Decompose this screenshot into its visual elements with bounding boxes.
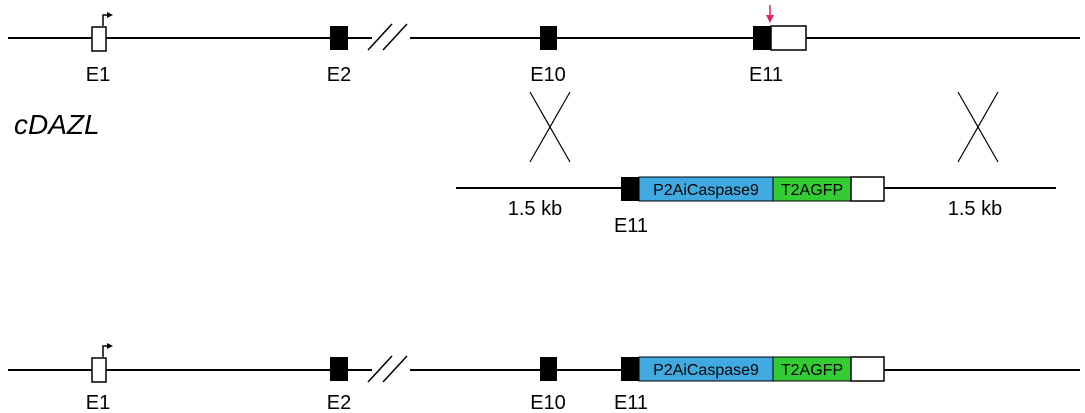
knockin-label-e11: E11 — [614, 392, 648, 413]
exon-e11-utr — [770, 25, 807, 51]
exon-label-e2: E2 — [327, 64, 351, 86]
exon-e1-box — [91, 26, 107, 52]
knockin-label-e10: E10 — [530, 392, 566, 413]
knockin-e1-box — [91, 357, 107, 383]
knockin-e10-box — [540, 357, 557, 381]
knockin-promoter-arrowhead-icon — [107, 343, 113, 349]
donor-construct: P2AiCaspase9 T2AGFP 1.5 kb 1.5 kb E11 — [456, 176, 1056, 237]
knockin-label-e2: E2 — [327, 392, 351, 413]
knockin-e11-box — [621, 357, 639, 381]
gene-name: cDAZL — [14, 109, 100, 140]
knockin-p2aicaspase9-label: P2AiCaspase9 — [653, 362, 759, 379]
knockin-utr-box — [850, 356, 885, 382]
exon-label-e1: E1 — [86, 64, 110, 86]
exon-e11-coding — [753, 26, 771, 50]
donor-e11-label: E11 — [614, 215, 648, 237]
wildtype-locus: E1 E2 E10 E11 — [8, 5, 1080, 86]
knockin-locus: P2AiCaspase9 T2AGFP E1 E2 E10 E11 — [8, 343, 1080, 413]
donor-t2agfp-label: T2AGFP — [781, 182, 843, 199]
exon-e2-box — [330, 26, 348, 50]
right-homology-arm-label: 1.5 kb — [948, 198, 1002, 220]
donor-t2agfp-box — [772, 176, 852, 202]
promoter-arrowhead-icon — [107, 12, 113, 18]
donor-p2aicaspase9-label: P2AiCaspase9 — [653, 182, 759, 199]
left-homology-arm-label: 1.5 kb — [508, 198, 562, 220]
donor-e11-box — [621, 177, 639, 201]
knockin-label-e1: E1 — [86, 392, 110, 413]
exon-e10-box — [540, 26, 557, 50]
crossover-x-icon — [529, 91, 571, 163]
exon-label-e11: E11 — [749, 64, 783, 86]
crossover-x-icon-right — [957, 91, 999, 163]
donor-utr-box — [850, 176, 885, 202]
knockin-axis-break-icon — [367, 355, 410, 383]
knockin-t2agfp-label: T2AGFP — [781, 362, 843, 379]
cut-site-arrow-icon — [766, 5, 774, 23]
knockin-e2-box — [330, 357, 348, 381]
exon-label-e10: E10 — [530, 64, 566, 86]
axis-break-icon — [367, 23, 410, 51]
